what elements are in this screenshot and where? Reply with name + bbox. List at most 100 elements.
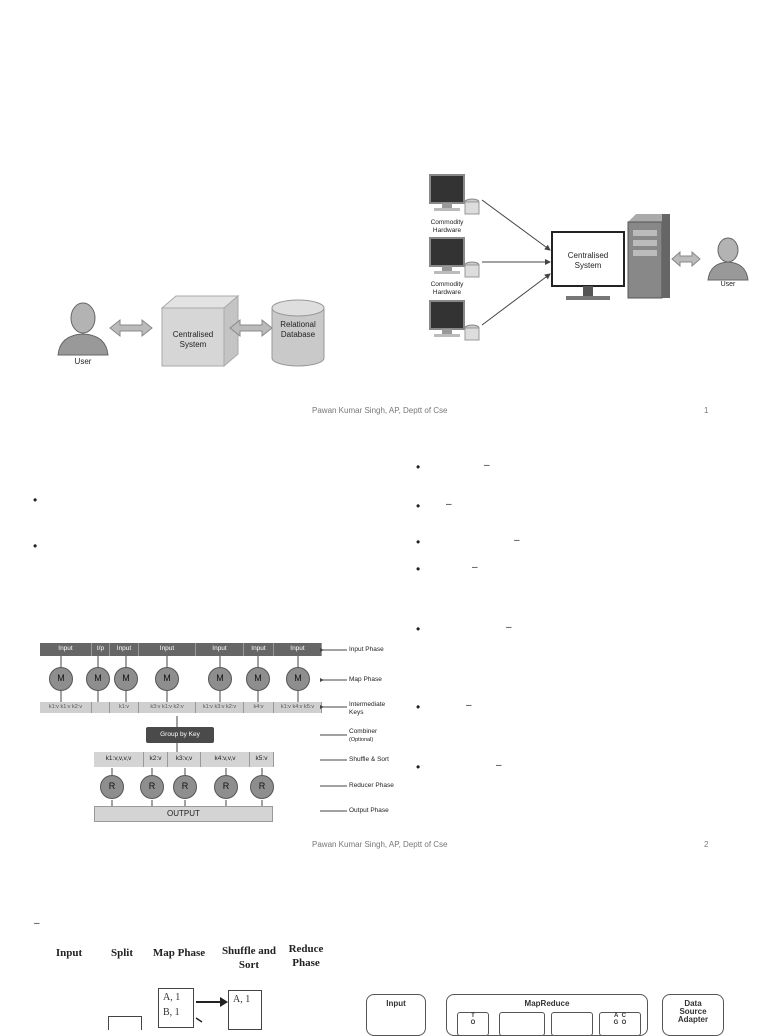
dash-marker: – — [446, 499, 452, 510]
intermediate-key-box: k4:v — [244, 702, 274, 713]
inner-letter: G — [613, 1020, 619, 1026]
commodity-hardware-diagram — [429, 174, 749, 341]
page-number: 2 — [704, 840, 709, 849]
system-label-line1: Centralised — [172, 330, 214, 339]
dash-marker: – — [466, 700, 472, 711]
dash-marker: – — [514, 535, 520, 546]
dash-marker: – — [472, 562, 478, 573]
input-box: Input — [110, 643, 139, 656]
database-icon — [271, 299, 325, 367]
mapreduce-module-box: MapReduce T O A C G O — [446, 994, 648, 1036]
flow-header-reduce-1: Reduce — [288, 943, 324, 955]
data-source-adapter-box: Data Source Adapter — [662, 994, 724, 1036]
mapper-node: M — [86, 667, 110, 691]
output-box: OUTPUT — [94, 806, 273, 822]
right-user-label: User — [720, 281, 736, 288]
mapper-node: M — [208, 667, 232, 691]
central-system-label-2: System — [574, 261, 602, 270]
map-output-box: A, 1 B, 1 — [158, 988, 194, 1028]
inner-letter: T — [471, 1013, 475, 1019]
shuffle-box: k2:v — [144, 752, 168, 767]
inner-letter: O — [470, 1020, 476, 1026]
reducer-node: R — [173, 775, 197, 799]
monitor-icon — [551, 231, 625, 300]
bullet-marker: • — [33, 539, 38, 553]
bullet-marker: • — [416, 622, 421, 636]
shuffle-box: k5:v — [250, 752, 274, 767]
map-phase-label: Map Phase — [349, 676, 382, 683]
shuffle-box: k3:v,v — [168, 752, 201, 767]
commodity-label-1a: Commodity — [430, 219, 464, 226]
centralised-system-diagram — [57, 294, 325, 368]
computer-icon — [429, 237, 480, 278]
mapper-node: M — [155, 667, 179, 691]
bidirectional-arrow-icon — [229, 318, 273, 338]
slide-footer: Pawan Kumar Singh, AP, Deptt of Cse — [312, 840, 448, 849]
reducer-node: R — [140, 775, 164, 799]
dash-marker: – — [484, 460, 490, 471]
data-source-label-2: Source — [679, 1007, 707, 1016]
input-module-box: Input — [366, 994, 426, 1036]
intermediate-key-box: k1:v k3:v k2:v — [196, 702, 244, 713]
inner-module — [551, 1012, 593, 1036]
input-module-label: Input — [386, 999, 406, 1008]
database-label-line2: Database — [280, 330, 316, 339]
reducer-phase-label: Reducer Phase — [349, 782, 394, 789]
commodity-label-1b: Hardware — [432, 227, 462, 234]
system-cube-icon — [160, 294, 240, 368]
mapreduce-module-label: MapReduce — [524, 999, 570, 1008]
intermediate-key-box — [92, 702, 110, 713]
shuffle-entry: A, 1 — [233, 994, 251, 1005]
intermediate-key-box: k1:v k1:v k2:v — [40, 702, 92, 713]
flow-header-shuffle-2: Sort — [238, 959, 260, 971]
flow-header-split: Split — [110, 947, 133, 959]
dash-marker: – — [506, 622, 512, 633]
bullet-marker: • — [416, 562, 421, 576]
phase-arrows — [320, 647, 347, 812]
input-box: Input — [196, 643, 244, 656]
input-phase-label: Input Phase — [349, 646, 384, 653]
inner-module — [499, 1012, 545, 1036]
shuffle-sort-label: Shuffle & Sort — [349, 756, 389, 763]
map-entry: B, 1 — [163, 1007, 180, 1018]
user-label: User — [74, 357, 92, 366]
mapper-node: M — [286, 667, 310, 691]
computer-icon — [429, 174, 480, 215]
group-by-key-box: Group by Key — [146, 727, 214, 743]
input-box: Input — [274, 643, 322, 656]
computer-icon — [429, 300, 480, 341]
split-box — [108, 1016, 142, 1030]
map-entry: A, 1 — [163, 992, 181, 1003]
bullet-marker: • — [416, 460, 421, 474]
page-number: 1 — [704, 406, 709, 415]
reducer-node: R — [100, 775, 124, 799]
intermediate-keys-label-2: Keys — [349, 709, 364, 716]
data-source-label-3: Adapter — [677, 1015, 709, 1024]
input-box: Input — [139, 643, 196, 656]
inner-module: A C G O — [599, 1012, 641, 1036]
inner-letter: O — [621, 1020, 627, 1026]
bidirectional-arrow-icon — [109, 318, 153, 338]
bidirectional-arrow-icon — [671, 250, 701, 268]
flow-header-map: Map Phase — [152, 947, 206, 959]
dash-marker: – — [496, 760, 502, 771]
input-box: Input — [40, 643, 92, 656]
bullet-marker: • — [416, 700, 421, 714]
user-icon — [707, 237, 749, 281]
bullet-marker: • — [33, 493, 38, 507]
reducer-node: R — [250, 775, 274, 799]
bullet-marker: • — [416, 499, 421, 513]
intermediate-key-box: k1:v k4:v k5:v — [274, 702, 322, 713]
input-box: Input — [244, 643, 274, 656]
inner-letter: C — [621, 1013, 627, 1019]
server-icon — [627, 214, 670, 299]
reducer-node: R — [214, 775, 238, 799]
data-source-label-1: Data — [684, 999, 702, 1008]
flow-arrow — [195, 997, 228, 1023]
inner-module: T O — [457, 1012, 489, 1036]
flow-header-shuffle-1: Shuffle and — [221, 945, 277, 957]
input-box: I/p — [92, 643, 110, 656]
commodity-label-2b: Hardware — [432, 289, 462, 296]
bullet-marker: • — [416, 535, 421, 549]
flow-header-reduce-2: Phase — [292, 957, 320, 969]
